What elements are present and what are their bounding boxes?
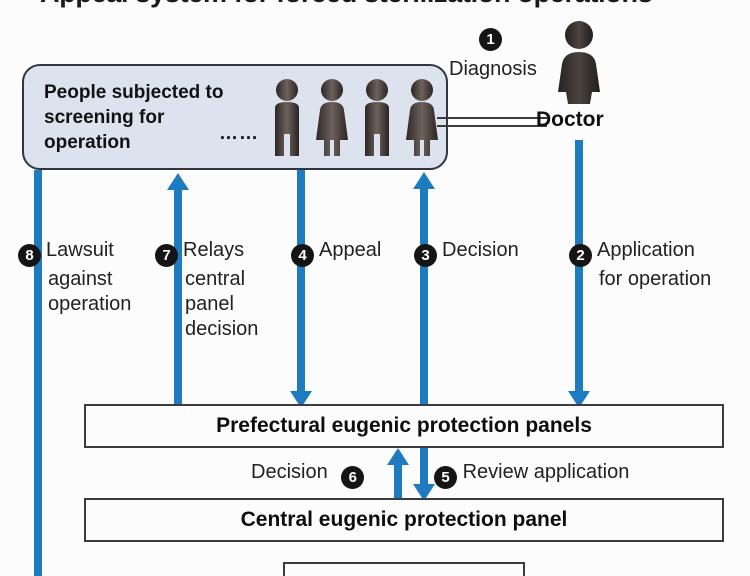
prefectural-panel-box: Prefectural eugenic protection panels: [84, 404, 724, 448]
step-2-label: Application: [597, 239, 695, 261]
step-6-label: Decision: [251, 461, 328, 483]
step-8-label-line2: against: [48, 268, 113, 290]
step-3-number: 3: [414, 244, 437, 267]
doctor-label: Doctor: [536, 108, 604, 131]
arrow-step-8: [30, 170, 46, 576]
step-8-number: 8: [18, 244, 41, 267]
male-figure: [365, 79, 389, 156]
step-5-label: Review application: [462, 461, 630, 483]
step-7-label-line3: panel: [185, 293, 234, 315]
arrow-step-5: [413, 448, 435, 501]
connector-line-lower: [437, 125, 547, 127]
step-3-label: Decision: [442, 239, 519, 261]
step-4-number: 4: [291, 244, 314, 267]
arrow-step-4: [290, 170, 312, 408]
ellipsis-dots: ……: [219, 123, 259, 144]
step-5-caption: 5 Review application: [434, 461, 629, 489]
central-panel-box: Central eugenic protection panel: [84, 498, 724, 542]
step-8-label-line3: operation: [48, 293, 132, 315]
step-5-number: 5: [434, 466, 457, 489]
prefectural-panel-label: Prefectural eugenic protection panels: [216, 414, 592, 437]
step-7-label-line4: decision: [185, 318, 259, 340]
step-7-number: 7: [155, 244, 178, 267]
female-figure: [406, 79, 438, 156]
arrow-step-6: [387, 448, 409, 500]
central-panel-label: Central eugenic protection panel: [240, 508, 568, 531]
step-1-label: Diagnosis: [449, 58, 537, 80]
step-4-label: Appeal: [319, 239, 382, 261]
step-8-label: Lawsuit: [46, 239, 114, 261]
step-6-number: 6: [341, 466, 365, 489]
step-7-label-line2: central: [185, 268, 246, 290]
step-6-caption: Decision 6: [251, 461, 365, 489]
arrow-step-7: [167, 173, 189, 408]
page-title: Appeal system for forced sterilization o…: [40, 0, 653, 9]
people-box-line2: screening for: [44, 107, 165, 128]
step-1-number: 1: [479, 27, 502, 51]
doctor-figure: [558, 21, 600, 104]
female-figure: [316, 79, 348, 156]
step-7-label: Relays: [183, 239, 245, 261]
bottom-panel-box: [283, 562, 525, 576]
people-box-line1: People subjected to: [44, 82, 224, 103]
step-2-number: 2: [569, 244, 592, 267]
step-2-label-line2: for operation: [599, 268, 712, 290]
people-box-label: People subjected to screening for operat…: [44, 80, 259, 155]
connector-line-upper: [437, 117, 547, 119]
arrow-step-3: [413, 172, 435, 408]
people-box-line3: operation: [44, 132, 131, 153]
people-figures-group: [270, 78, 440, 162]
people-subject-box: People subjected to screening for operat…: [22, 64, 448, 170]
male-figure: [275, 79, 299, 156]
